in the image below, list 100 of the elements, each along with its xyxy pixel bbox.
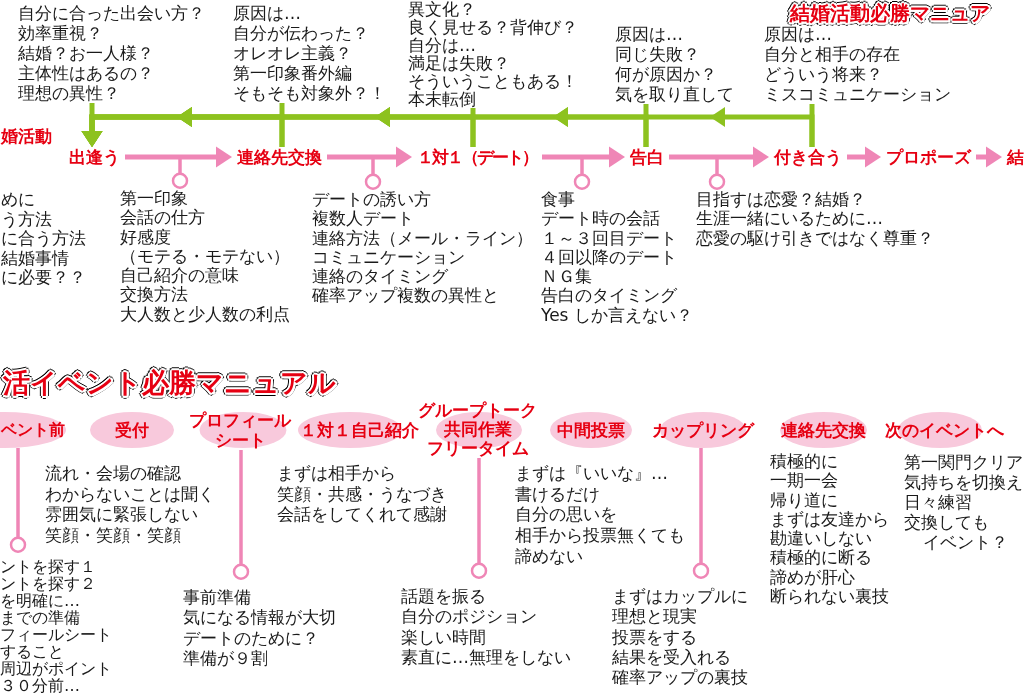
list-item: 確率アップ複数の異性と: [312, 286, 499, 306]
list-item: 準備が９割: [183, 647, 268, 669]
list-item: 会話をしてくれて感謝: [277, 504, 447, 525]
circle-end-line: [692, 448, 710, 579]
list-item: 理想と現実: [612, 606, 697, 627]
list-item: 一期一会: [770, 471, 838, 491]
list-item: Yes しか言えない？: [541, 305, 693, 326]
list-item: 大人数と少人数の利点: [120, 304, 290, 325]
list-item: そもそも対象外？！: [233, 83, 386, 103]
list-item: 目指すは恋愛？結婚？: [696, 190, 866, 210]
list-item: 楽しい時間: [401, 626, 486, 647]
list-item: 書けるだけ: [515, 483, 600, 505]
list-item: に必要？？: [1, 268, 86, 288]
step-label: 告白: [630, 147, 664, 167]
step-label: 結: [1007, 147, 1024, 167]
list-item: を明確に…: [0, 592, 80, 609]
list-item: 第一印象: [120, 189, 188, 209]
list-item: 連絡方法（メール・ライン）: [312, 228, 533, 248]
list-item: わからないことは聞く: [45, 483, 215, 504]
list-item: すること: [0, 643, 64, 660]
list-item: 気になる情報が大切: [183, 607, 336, 628]
list-item: 本末転倒: [408, 90, 476, 108]
list-item: 確率アップの裏技: [612, 667, 748, 688]
list-item: 気持ちを切換え: [904, 472, 1023, 492]
list-item: 結果を受入れる: [612, 646, 731, 668]
list-item: 何が原因か？: [615, 64, 717, 84]
list-item: オレオレ主義？: [233, 43, 352, 63]
step-label: プロポーズ: [886, 147, 971, 167]
list-item: 積極的に: [770, 452, 838, 472]
list-item: 笑顔・笑顔・笑顔: [45, 524, 181, 545]
arrow: [125, 146, 232, 168]
list-item: 交換方法: [120, 285, 188, 305]
list-item: コミュニケーション: [312, 247, 465, 268]
list-item: 原因は…: [233, 3, 301, 23]
list-item: 結婚事情: [1, 248, 69, 268]
list-item: 交換しても: [904, 512, 989, 532]
list-item: う方法: [1, 209, 52, 229]
ellipse-label: 中間投票: [550, 412, 632, 448]
step-label: 婚活動: [1, 126, 52, 146]
list-item: 良く見せる？背伸び？: [408, 18, 578, 36]
list-item: 自分は…: [408, 36, 476, 54]
heading: 活イベント必勝マニュアル: [2, 366, 337, 400]
list-item: まずは『いいな』…: [515, 463, 668, 484]
list-item: 笑顔・共感・うなづき: [277, 483, 447, 504]
list-item: 同じ失敗？: [615, 44, 700, 64]
list-item: 原因は…: [615, 24, 683, 44]
list-item: 事前準備: [183, 587, 251, 608]
list-item: 理想の異性？: [18, 83, 120, 103]
circle-end-line: [470, 458, 488, 579]
list-item: 異文化？: [408, 0, 476, 18]
list-item: 自己紹介の意味: [120, 266, 239, 286]
arrow: [81, 107, 815, 147]
list-item: 恋愛の駆け引きではなく尊重？: [696, 228, 934, 248]
list-item: 結婚？お一人様？: [18, 43, 154, 63]
list-item: ミスコミュニケーション: [764, 84, 951, 104]
list-item: 自分の思いを: [515, 504, 617, 526]
circle-end-line: [708, 157, 726, 190]
list-item: デートのために？: [183, 627, 319, 648]
list-item: 素直に…無理をしない: [401, 646, 571, 668]
step-label: １対１（デート）: [417, 147, 537, 167]
list-item: 生涯一緒にいるために…: [696, 209, 883, 229]
list-item: 自分と相手の存在: [764, 44, 900, 64]
list-item: 周辺がポイント: [0, 660, 112, 677]
list-item: 断られない裏技: [770, 587, 889, 607]
list-item: 気を取り直して: [615, 84, 734, 104]
list-item: 食事: [541, 190, 575, 210]
list-item: 帰り道に: [770, 490, 838, 510]
list-item: 諦めない: [515, 545, 583, 567]
arrow: [847, 146, 881, 168]
list-item: イベント？: [923, 532, 1008, 552]
list-item: 自分のポジション: [401, 606, 537, 627]
list-item: 複数人デート: [312, 209, 414, 229]
step-label: 連絡先交換: [237, 147, 322, 167]
list-item: まずは友達から: [770, 509, 889, 530]
list-item: １～３回目デート: [541, 228, 677, 248]
ellipse-label: 連絡先交換: [780, 412, 867, 448]
list-item: 日々練習: [904, 492, 972, 512]
list-item: めに: [1, 190, 35, 210]
arrow: [327, 146, 412, 168]
list-item: 投票をする: [612, 626, 697, 647]
list-item: デートの誘い方: [312, 190, 431, 210]
arrow: [542, 146, 625, 168]
circle-end-line: [9, 448, 27, 553]
list-item: 好感度: [120, 227, 171, 247]
list-item: 勘違いしない: [770, 529, 872, 549]
heading: 結婚活動必勝マニュア: [788, 0, 991, 26]
circle-end-line: [573, 157, 591, 190]
list-item: 原因は…: [764, 24, 832, 44]
list-item: まずは相手から: [277, 463, 396, 484]
ellipse-label: 受付: [90, 412, 174, 448]
list-item: までの準備: [0, 609, 80, 626]
list-item: ３０分前…: [0, 677, 80, 694]
list-item: そういうこともある！: [408, 72, 578, 90]
list-item: ４回以降のデート: [541, 247, 677, 268]
list-item: デート時の会話: [541, 209, 660, 229]
list-item: ＮＧ集: [541, 267, 592, 287]
list-item: 主体性はあるの？: [18, 63, 154, 83]
circle-end-line: [364, 157, 382, 190]
ellipse-label: グループトーク 共同作業 フリータイム: [418, 401, 537, 458]
list-item: （モテる・モテない）: [120, 246, 290, 267]
